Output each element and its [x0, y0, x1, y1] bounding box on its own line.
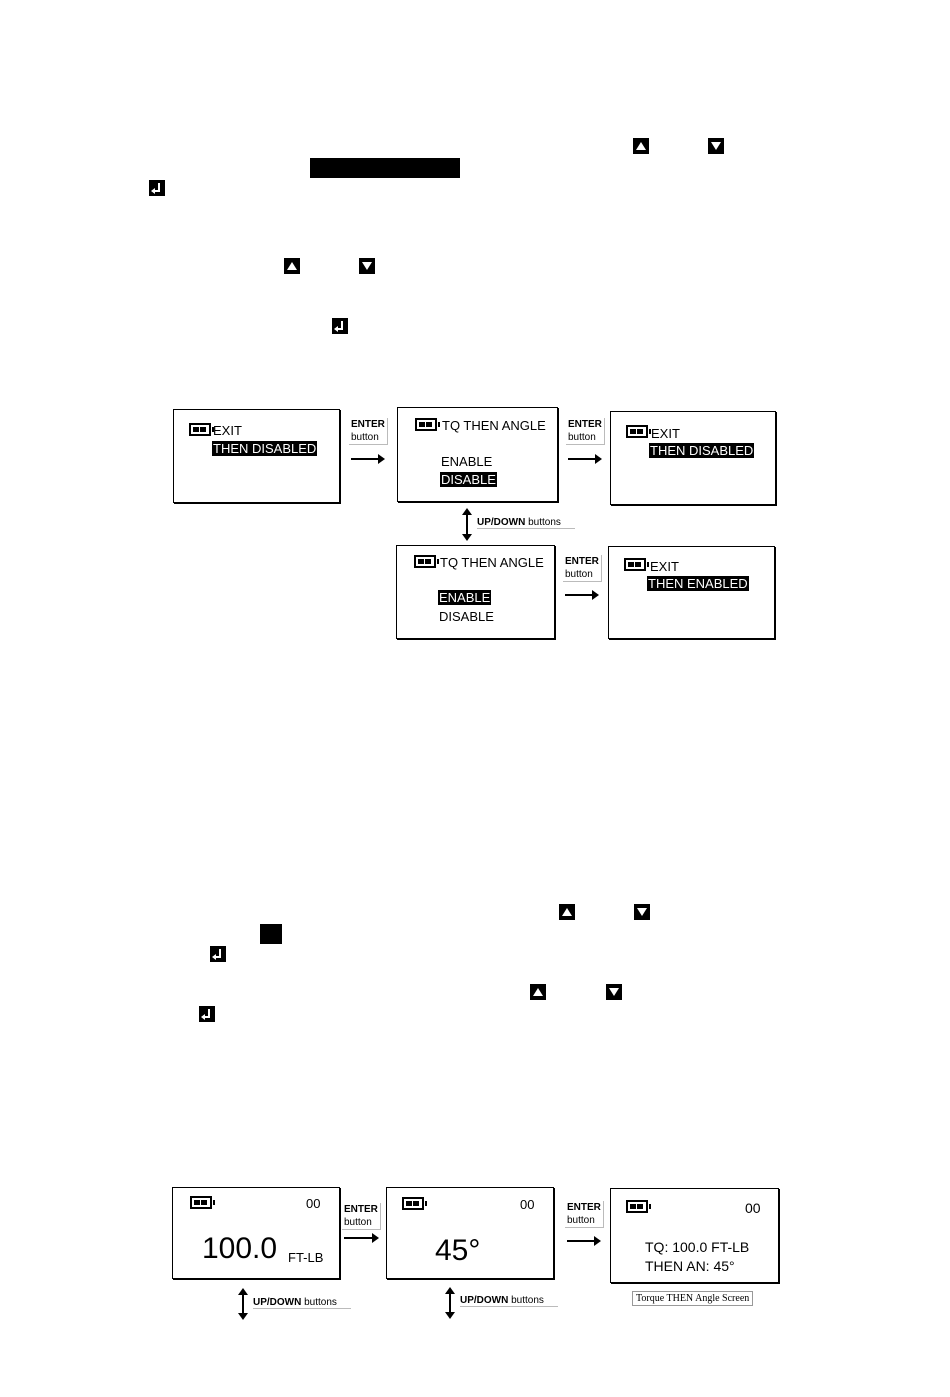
lcd-line: THEN DISABLED: [649, 443, 755, 458]
counter: 00: [520, 1197, 535, 1212]
battery-icon: [415, 418, 440, 431]
down-arrow-icon: [606, 984, 622, 1000]
up-arrow-icon: [559, 904, 575, 920]
up-down-arrow: [445, 1287, 455, 1319]
screen-caption: Torque THEN Angle Screen: [632, 1291, 754, 1306]
down-arrow-icon: [708, 138, 724, 154]
enter-icon: [332, 318, 348, 334]
torque-value: 100.0: [202, 1232, 278, 1265]
redacted-bar: [260, 924, 282, 944]
lcd-screen-exit-disabled: EXIT THEN DISABLED: [610, 411, 776, 505]
angle-value: 45°: [435, 1234, 481, 1267]
right-arrow: [344, 1233, 379, 1243]
up-down-arrow: [238, 1288, 248, 1320]
lcd-option: ENABLE: [441, 454, 493, 469]
lcd-screen-angle-value: 00 45°: [386, 1187, 554, 1279]
lcd-option: ENABLE: [438, 590, 492, 605]
enter-icon: [210, 946, 226, 962]
updown-buttons-label: UP/DOWN buttons: [253, 1297, 351, 1309]
lcd-title: TQ THEN ANGLE: [442, 418, 546, 433]
lcd-screen-tq-then-angle-disable: TQ THEN ANGLE ENABLE DISABLE: [397, 407, 558, 502]
battery-icon: [626, 425, 651, 438]
lcd-title: TQ THEN ANGLE: [440, 555, 544, 570]
lcd-line: EXIT: [213, 423, 242, 438]
battery-icon: [414, 555, 439, 568]
down-arrow-icon: [634, 904, 650, 920]
right-arrow: [568, 454, 602, 464]
torque-unit: FT-LB: [288, 1250, 324, 1265]
battery-icon: [189, 423, 214, 436]
lcd-screen-torque-then-angle: 00 TQ: 100.0 FT-LB THEN AN: 45°: [610, 1188, 779, 1283]
right-arrow: [351, 454, 385, 464]
counter: 00: [306, 1196, 321, 1211]
up-arrow-icon: [530, 984, 546, 1000]
lcd-line: EXIT: [650, 559, 679, 574]
lcd-option: DISABLE: [440, 472, 497, 487]
lcd-line: THEN ENABLED: [647, 576, 749, 591]
lcd-option: DISABLE: [439, 609, 494, 624]
up-down-arrow: [462, 508, 472, 541]
updown-buttons-label: UP/DOWN buttons: [460, 1295, 558, 1307]
lcd-line: THEN DISABLED: [212, 441, 318, 456]
battery-icon: [624, 558, 649, 571]
updown-buttons-label: UP/DOWN buttons: [477, 517, 575, 529]
tq-line: TQ: 100.0 FT-LB: [645, 1239, 750, 1255]
right-arrow: [567, 1236, 601, 1246]
lcd-screen-tq-then-angle-enable: TQ THEN ANGLE ENABLE DISABLE: [396, 545, 555, 639]
up-arrow-icon: [284, 258, 300, 274]
battery-icon: [626, 1200, 651, 1213]
enter-icon: [199, 1006, 215, 1022]
lcd-screen-exit-disabled: EXIT THEN DISABLED: [173, 409, 340, 503]
lcd-screen-torque-value: 00 100.0 FT-LB: [172, 1187, 340, 1279]
up-arrow-icon: [633, 138, 649, 154]
lcd-line: EXIT: [651, 426, 680, 441]
lcd-screen-exit-enabled: EXIT THEN ENABLED: [608, 546, 775, 639]
redacted-bar: [310, 158, 460, 178]
counter: 00: [745, 1200, 761, 1216]
enter-icon: [149, 180, 165, 196]
battery-icon: [190, 1196, 215, 1209]
right-arrow: [565, 590, 599, 600]
battery-icon: [402, 1197, 427, 1210]
angle-line: THEN AN: 45°: [645, 1258, 735, 1274]
down-arrow-icon: [359, 258, 375, 274]
